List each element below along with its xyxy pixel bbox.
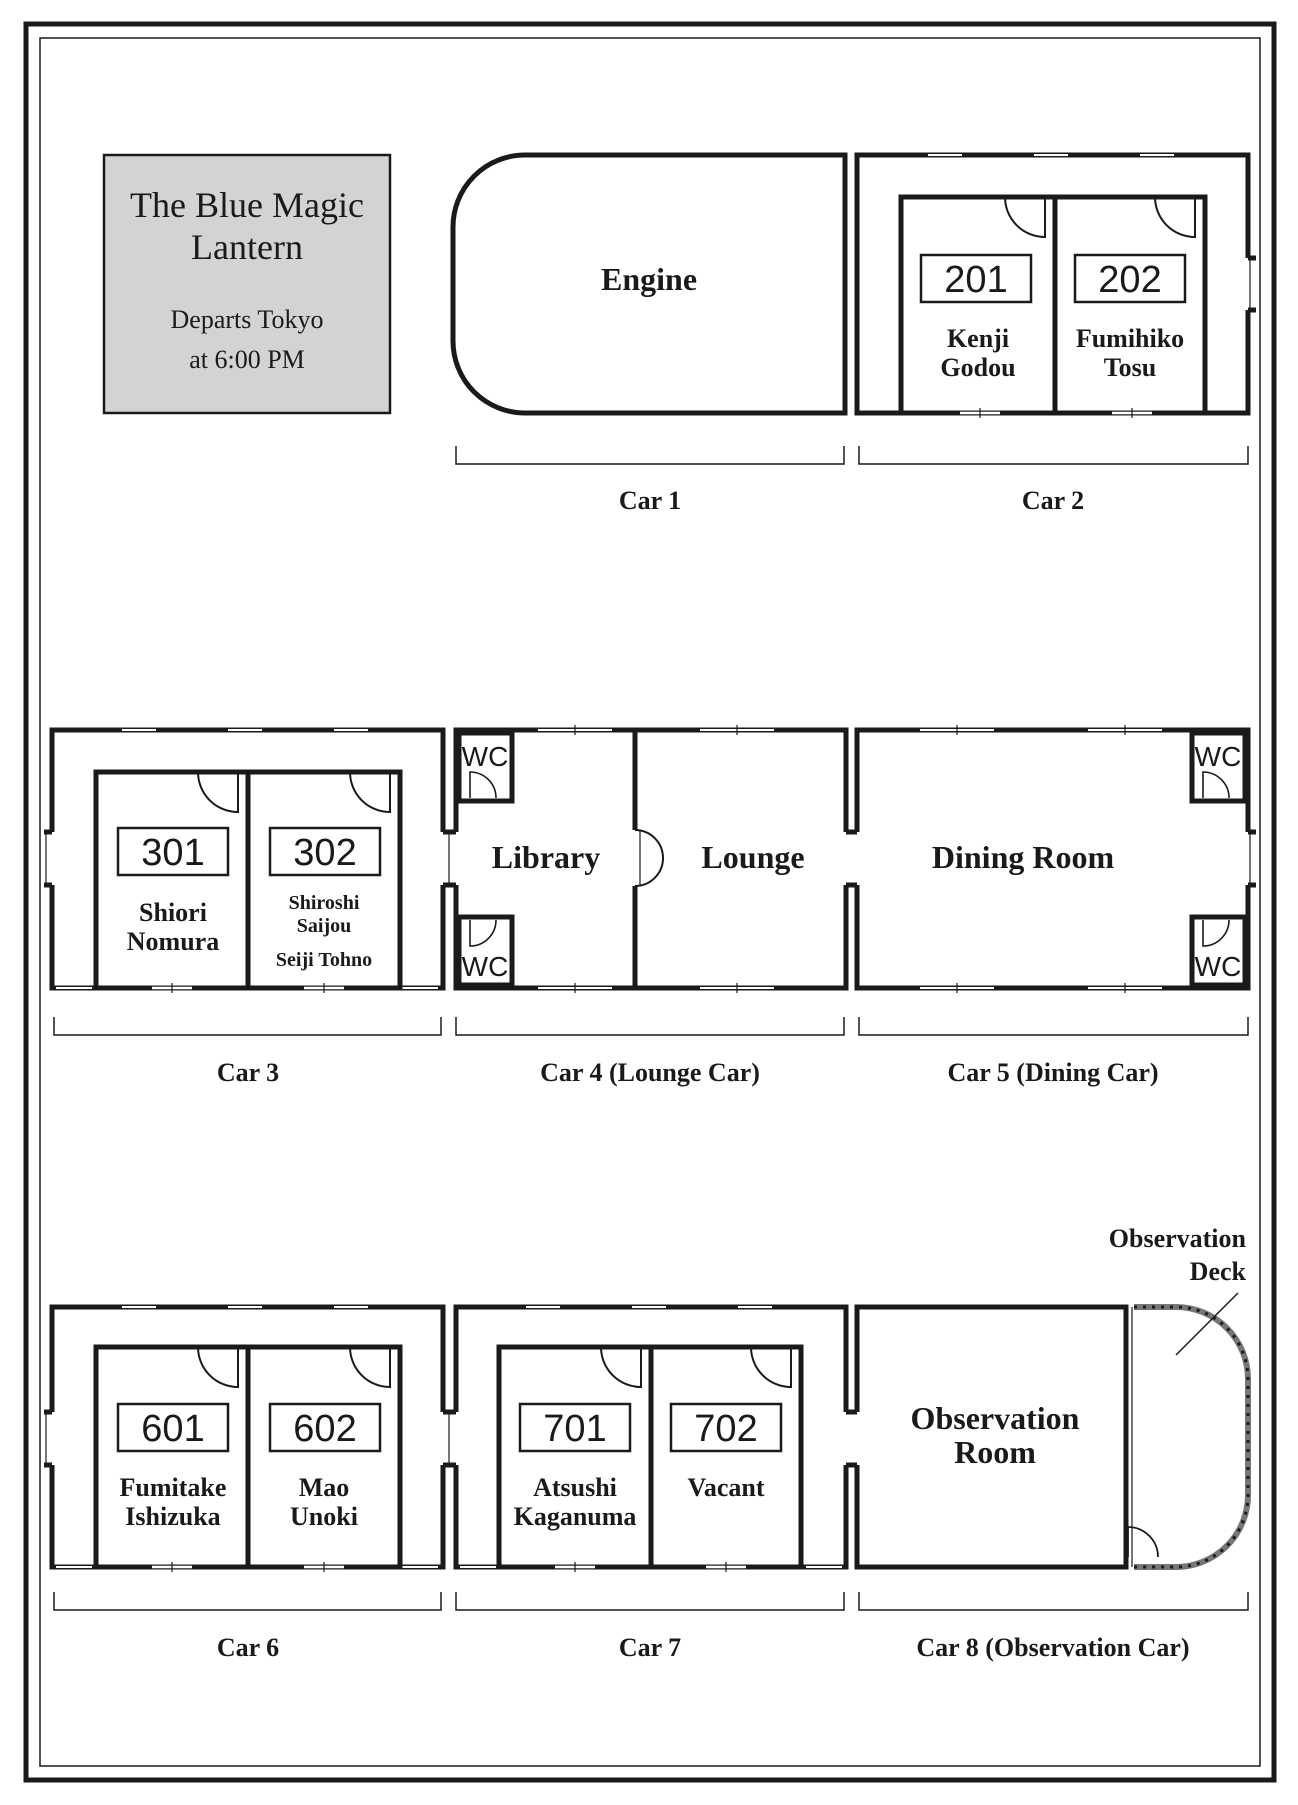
room-701-number: 701 [543, 1408, 606, 1450]
departure-line-1: Departs Tokyo [171, 305, 324, 334]
car-3-label: Car 3 [217, 1058, 279, 1087]
room-301-guest-line-1: Shiori [139, 898, 207, 927]
dining-room-label: Dining Room [932, 839, 1115, 875]
car-2-label: Car 2 [1022, 486, 1084, 515]
room-301-guest-line-2: Nomura [127, 927, 219, 956]
room-601-number: 601 [141, 1408, 204, 1450]
car-7-bracket [455, 1592, 845, 1611]
room-702-status: Vacant [687, 1473, 764, 1502]
departure-line-2: at 6:00 PM [189, 345, 305, 374]
room-202-guest-line-1: Fumihiko [1076, 324, 1184, 353]
room-302-number: 302 [293, 832, 356, 874]
car-4-bracket [455, 1017, 845, 1036]
car-3 [44, 727, 451, 993]
car-6-bracket [53, 1592, 442, 1611]
car-8-observation [853, 1304, 1159, 1570]
wc-dining-top: WC [1195, 741, 1242, 772]
observation-room-line-1: Observation [911, 1400, 1080, 1436]
room-601-guest-line-1: Fumitake [120, 1473, 227, 1502]
car-8-bracket [858, 1592, 1249, 1611]
room-601-guest-line-2: Ishizuka [125, 1502, 220, 1531]
wc-library-bottom: WC [462, 951, 509, 982]
car-4-lounge [451, 725, 853, 993]
observation-deck-line-1: Observation [1109, 1224, 1247, 1253]
car-1-engine: Engine [450, 152, 848, 416]
observation-room-line-2: Room [954, 1434, 1036, 1470]
car-8-label: Car 8 (Observation Car) [916, 1633, 1189, 1662]
car-5-bracket [858, 1017, 1249, 1036]
title-line-1: The Blue Magic [130, 185, 364, 225]
library-label: Library [492, 839, 600, 875]
room-701-guest-line-2: Kaganuma [514, 1502, 637, 1531]
observation-deck-railing-dots [1134, 1305, 1250, 1569]
observation-deck-line-2: Deck [1190, 1257, 1247, 1286]
car-2-bracket [858, 446, 1249, 465]
car-1-bracket [455, 446, 845, 465]
room-202-guest-line-2: Tosu [1104, 353, 1157, 382]
car-7-label: Car 7 [619, 1633, 681, 1662]
room-202-number: 202 [1098, 259, 1161, 301]
room-302-guest-line-2: Saijou [297, 915, 351, 937]
car-5-dining [853, 725, 1256, 993]
car-3-bracket [53, 1017, 442, 1036]
car-6 [44, 1304, 451, 1572]
room-602-number: 602 [293, 1408, 356, 1450]
room-702-number: 702 [694, 1408, 757, 1450]
room-302-guest-line-1: Shiroshi [289, 892, 360, 914]
wc-library-top: WC [462, 741, 509, 772]
observation-deck-railing [1134, 1304, 1251, 1570]
outer-frame [23, 21, 1277, 1783]
car-6-label: Car 6 [217, 1633, 279, 1662]
car-5-label: Car 5 (Dining Car) [947, 1058, 1158, 1087]
title-line-2: Lantern [191, 227, 303, 267]
car-7 [451, 1304, 853, 1572]
room-701-guest-line-1: Atsushi [533, 1473, 617, 1502]
observation-deck-pointer [1175, 1292, 1239, 1356]
room-201-guest-line-1: Kenji [947, 324, 1009, 353]
car-2 [854, 152, 1256, 418]
room-201-guest-line-2: Godou [940, 353, 1015, 382]
car-4-label: Car 4 (Lounge Car) [540, 1058, 760, 1087]
car-1-label: Car 1 [619, 486, 681, 515]
room-302-guest-line-3: Seiji Tohno [276, 949, 372, 971]
wc-dining-bottom: WC [1195, 951, 1242, 982]
room-201-number: 201 [944, 259, 1007, 301]
lounge-label: Lounge [701, 839, 804, 875]
inner-frame [39, 37, 1261, 1767]
room-602-guest-line-2: Unoki [290, 1502, 358, 1531]
room-301-number: 301 [141, 832, 204, 874]
title-box: The Blue Magic Lantern Departs Tokyo at … [102, 153, 392, 415]
room-602-guest-line-1: Mao [299, 1473, 350, 1502]
engine-label: Engine [601, 261, 697, 297]
